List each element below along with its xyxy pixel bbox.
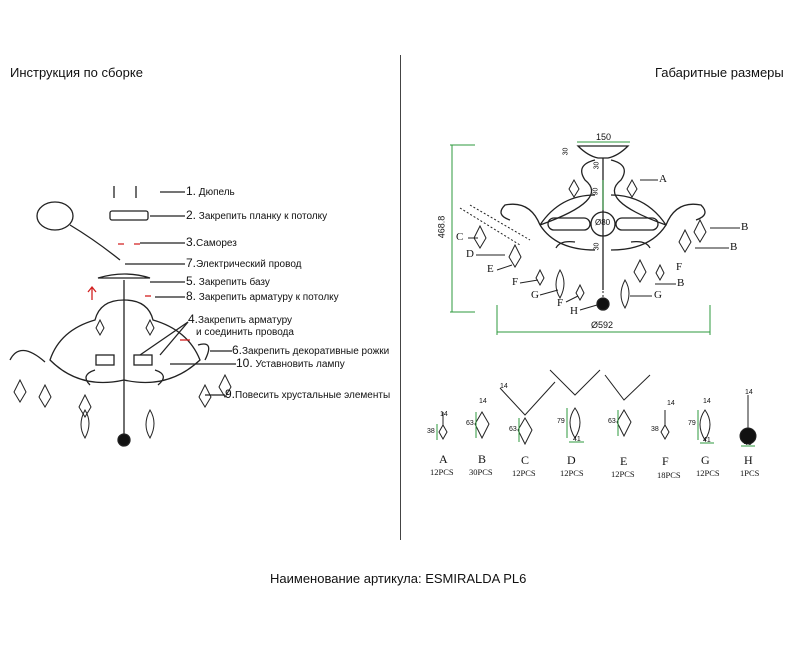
step-3: 3.Саморез [186,235,237,249]
callout-b: B [730,241,738,253]
dim-center: Ø80 [595,218,611,227]
dim-rod3: 30 [593,242,601,251]
part-e-label: E [620,454,628,468]
part-g-count: 12PCS [696,468,720,478]
callout-e: E [487,263,494,275]
callout-b: B [677,277,685,289]
part-d-label: D [567,453,576,467]
part-h-dim: 40 [744,440,752,447]
part-e-count: 12PCS [611,469,635,479]
part-c-label: C [521,453,530,467]
step-6: 6.Закрепить декоративные рожки [232,343,390,357]
part-g-dim: 79 [688,420,696,427]
callout-c: C [456,231,464,243]
callout-h: H [570,305,578,317]
callout-f: F [512,276,519,288]
part-c-count: 12PCS [512,468,536,478]
callout-a: A [659,173,667,185]
step-5: 5. Закрепить базу [186,274,270,288]
part-f-dim: 38 [651,426,659,433]
step-8: 8. Закрепить арматуру к потолку [186,289,339,303]
part-a-count: 12PCS [430,467,454,477]
part-b-dim: 14 [479,398,487,405]
step-1: 1. Дюпель [186,184,235,198]
callout-g: G [654,289,662,301]
part-b-label: B [478,452,487,466]
part-g-dim: 41 [703,437,711,444]
part-b-dim: 63 [466,420,474,427]
callout-b: B [741,221,749,233]
callout-f: F [557,297,564,309]
part-a-dim: 14 [440,411,448,418]
dim-top-width: 150 [596,132,612,142]
part-d-count: 12PCS [560,468,584,478]
part-f-count: 18PCS [657,470,681,480]
part-g-label: G [701,453,710,467]
callout-f: F [676,261,683,273]
dimensions-title: Габаритные размеры [655,65,784,80]
part-a-label: A [439,452,448,466]
part-b-count: 30PCS [469,467,493,477]
callout-g: G [531,289,539,301]
part-h-label: H [744,453,753,467]
callout-arrows [468,179,740,311]
part-c-dim: 14 [500,383,508,390]
assembly-diagram [9,186,236,447]
divider [400,55,401,540]
part-c-dim: 63 [509,426,517,433]
dim-height: 468.8 [436,215,447,239]
part-d-dim: 41 [573,436,581,443]
step-7: 7.Электрический провод [186,256,302,270]
dim-rod2: 30 [593,161,601,170]
dimension-diagram [450,141,740,335]
step-9: 9.Повесить хрустальные элементы [225,387,391,401]
step-10: 10. Уставновить лампу [236,356,345,370]
part-e-dim: 63 [608,418,616,425]
dimension-lines [450,141,711,335]
detail-circle [36,201,74,231]
assembly-title: Инструкция по сборке [10,65,143,80]
mounting-plate [109,210,149,221]
part-d-dim: 79 [557,418,565,425]
callout-d: D [466,248,474,260]
dim-diameter: Ø592 [591,320,614,330]
part-h-count: 1PCS [740,468,760,478]
part-f-dim: 14 [667,400,675,407]
dim-rod1: 90 [592,187,600,196]
product-name: Наименование артикула: ESMIRALDA PL6 [270,571,527,586]
canopy [97,273,151,279]
step-2: 2. Закрепить планку к потолку [186,208,328,222]
dim-top-h: 30 [562,147,570,156]
part-h-dim: 14 [745,389,753,396]
part-f-label: F [662,454,669,468]
part-a-dim: 38 [427,428,435,435]
part-g-dim: 14 [703,398,711,405]
canopy [576,145,630,159]
parts-drawings [436,369,757,447]
